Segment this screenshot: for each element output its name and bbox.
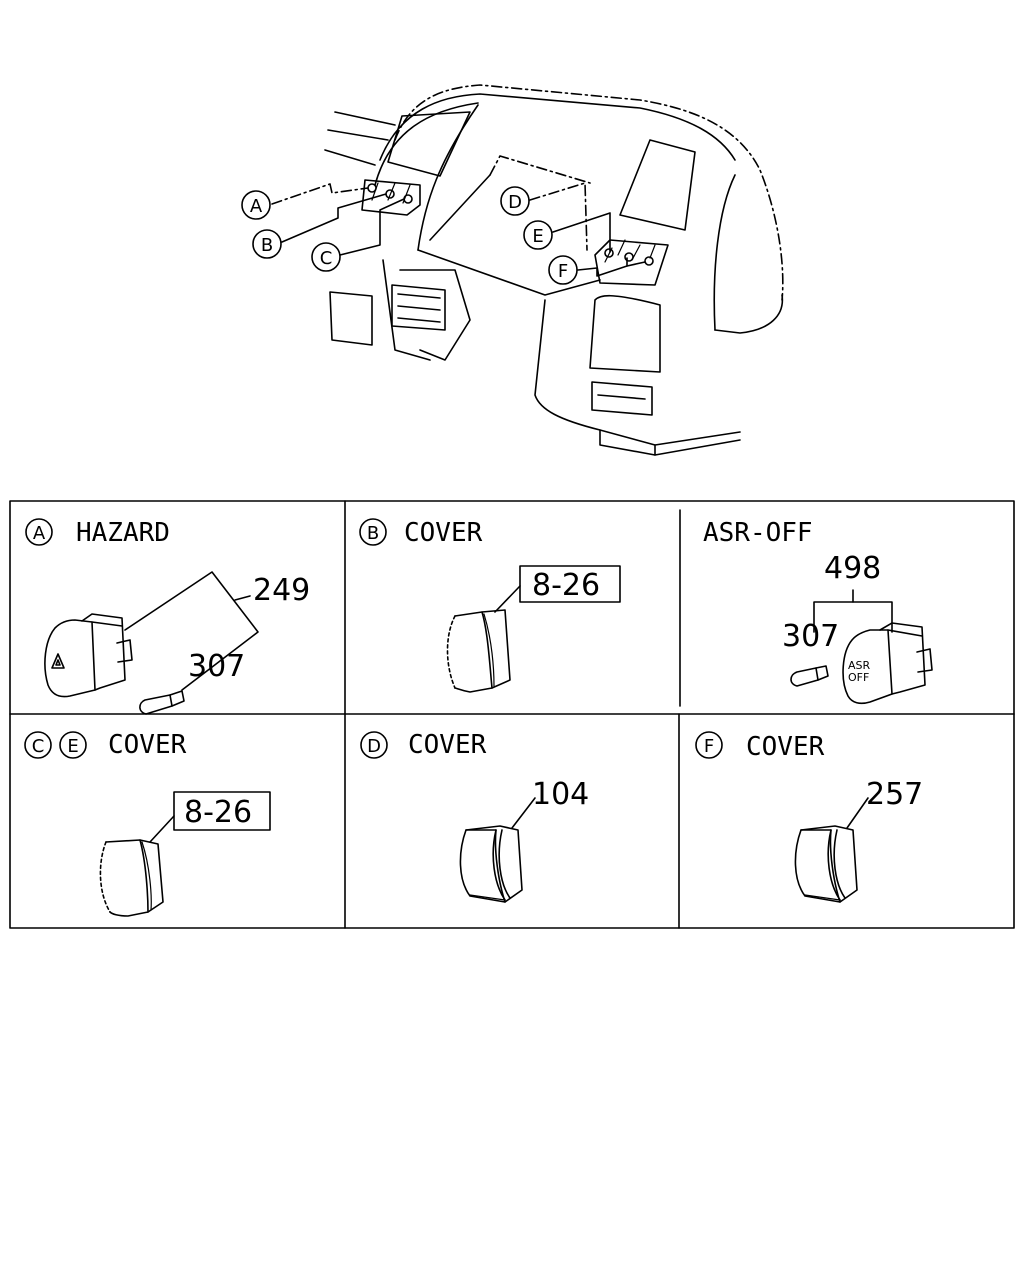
part-number-104: 104	[532, 777, 589, 812]
svg-text:ASR-OFF: ASR-OFF	[703, 518, 813, 548]
hazard-bulb	[139, 694, 173, 715]
svg-text:A: A	[33, 523, 46, 544]
svg-text:F: F	[558, 261, 568, 282]
panel-cover-b: B COVER 8-26	[359, 518, 621, 693]
callout-e: E	[523, 220, 553, 250]
off-label-text: OFF	[848, 671, 869, 684]
panel-cover-d: D COVER 104	[360, 730, 589, 903]
part-number-307-hazard: 307	[188, 649, 245, 684]
svg-text:B: B	[367, 523, 379, 544]
svg-text:COVER: COVER	[746, 732, 825, 762]
svg-text:B: B	[261, 235, 273, 256]
svg-text:COVER: COVER	[108, 730, 187, 760]
dashboard-illustration	[271, 84, 784, 456]
callout-f: F	[548, 255, 578, 285]
parts-grid	[9, 500, 1015, 929]
callout-d: D	[500, 186, 530, 216]
panel-hazard: A HAZARD 249 307	[25, 518, 310, 715]
svg-text:C: C	[320, 248, 333, 269]
ref-8-26-ce: 8-26	[184, 795, 252, 830]
callout-b: B	[252, 229, 282, 259]
svg-text:HAZARD: HAZARD	[76, 518, 170, 548]
callout-c: C	[311, 242, 341, 272]
svg-text:D: D	[367, 736, 381, 757]
svg-text:C: C	[32, 736, 45, 757]
asr-switch-body	[842, 629, 893, 705]
asr-bulb	[790, 667, 819, 687]
svg-text:E: E	[532, 226, 543, 247]
part-number-498: 498	[824, 551, 881, 586]
svg-text:COVER: COVER	[408, 730, 487, 760]
cover-d-part	[459, 829, 506, 903]
ref-8-26-b: 8-26	[532, 568, 600, 603]
svg-text:COVER: COVER	[404, 518, 483, 548]
cover-f-part	[794, 829, 841, 903]
panel-asr-off: ASR-OFF 498 307 ASR OFF	[703, 518, 933, 705]
svg-text:A: A	[250, 196, 263, 217]
part-number-257: 257	[866, 777, 923, 812]
svg-text:D: D	[508, 192, 522, 213]
part-number-249: 249	[253, 573, 310, 608]
svg-text:E: E	[67, 736, 78, 757]
panel-cover-f: F COVER 257	[695, 731, 923, 903]
cover-ce-part	[105, 839, 149, 917]
hazard-switch-body	[44, 619, 96, 698]
asr-label-text: ASR	[848, 659, 871, 672]
panel-cover-ce: C E COVER 8-26	[24, 730, 271, 917]
svg-text:F: F	[704, 736, 714, 757]
part-number-307-asr: 307	[782, 619, 839, 654]
hazard-triangle-icon	[51, 653, 65, 669]
callout-a: A	[241, 190, 271, 220]
